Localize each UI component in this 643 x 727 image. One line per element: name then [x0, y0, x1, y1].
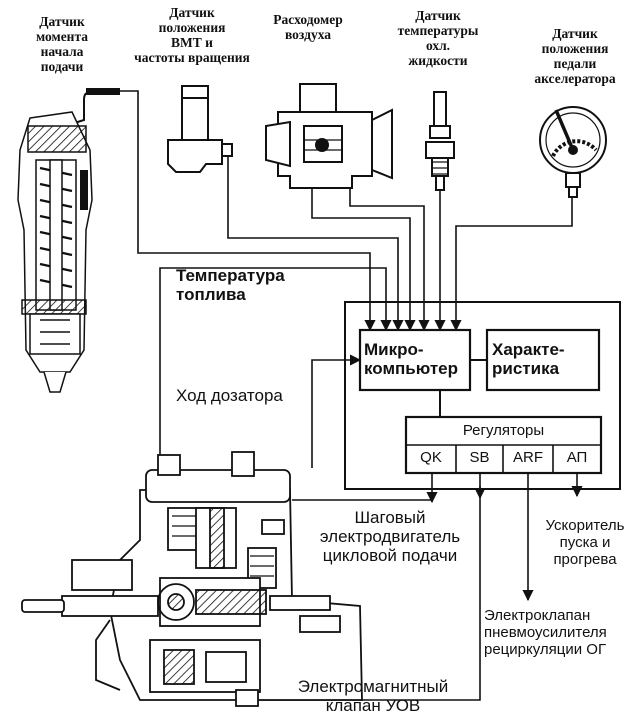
label-start-accelerator: Ускоритель пуска и прогрева: [545, 517, 625, 568]
label-microcomputer: Микро- компьютер: [364, 340, 458, 379]
label-regulators: Регуляторы: [462, 422, 545, 439]
label-coolant-temp-sensor: Датчик температуры охл. жидкости: [397, 8, 479, 69]
injector-drawing: [17, 88, 120, 393]
pedal-sensor-drawing: [539, 106, 607, 198]
tdc-sensor-drawing: [167, 85, 233, 173]
label-pedal-position-sensor: Датчик положения педали акселератора: [534, 26, 616, 87]
label-air-flow-meter: Расходомер воздуха: [273, 12, 343, 43]
label-stepper-motor: Шаговый электродвигатель цикловой подачи: [319, 508, 461, 566]
signal-pedal: [450, 196, 573, 332]
label-egr-valve: Электроклапан пневмоусилителя рециркуляц…: [484, 607, 607, 658]
label-tdc-speed-sensor: Датчик положения ВМТ и частоты вращения: [134, 5, 250, 66]
regulator-ap: АП: [566, 449, 588, 466]
label-fuel-temperature: Температура топлива: [176, 266, 285, 305]
label-timing-valve: Электромагнитный клапан УОВ: [297, 677, 449, 716]
signal-fuel-temp: [159, 267, 392, 460]
signal-airflow-b: [349, 182, 430, 332]
injection-pump-drawing: [21, 451, 363, 707]
characteristic-box: [485, 328, 601, 392]
regulator-qk: QK: [420, 449, 442, 466]
signal-injection-start: [120, 90, 376, 332]
regulator-sb: SB: [469, 449, 490, 466]
airflow-meter-drawing: [265, 83, 393, 189]
label-characteristic: Характе- ристика: [492, 340, 565, 379]
coolant-sensor-drawing: [425, 91, 455, 191]
regulator-arf: ARF: [513, 449, 543, 466]
label-metering-stroke: Ход дозатора: [176, 386, 283, 405]
label-injection-start-sensor: Датчик момента начала подачи: [35, 14, 89, 75]
signal-metering: [311, 354, 362, 468]
signal-airflow-a: [311, 182, 416, 332]
